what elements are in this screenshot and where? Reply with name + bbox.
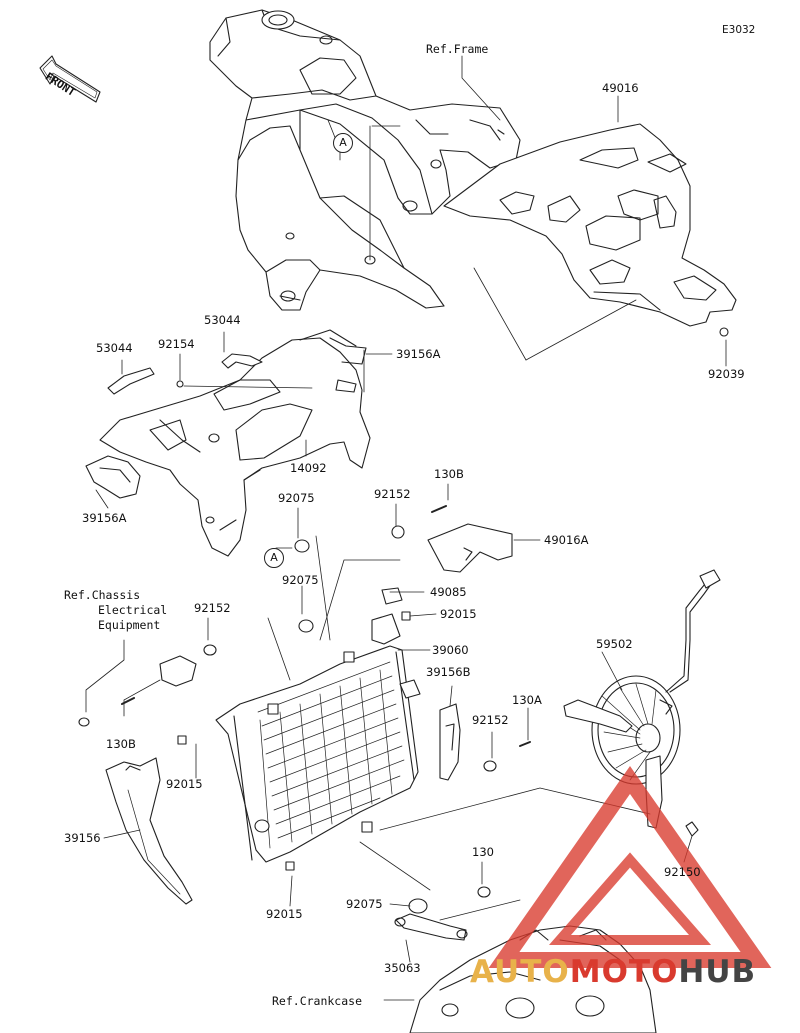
callout-a-upper: A: [333, 133, 353, 153]
side-cover-39156: [105, 757, 193, 905]
part-label[interactable]: 130B: [434, 467, 464, 481]
watermark-text: AUTOMOTOHUB: [470, 954, 756, 990]
part-label[interactable]: 59502: [596, 637, 633, 651]
part-label[interactable]: 49016: [602, 81, 639, 95]
ref-chassis-label-line1: Ref.Chassis: [64, 588, 141, 602]
part-label[interactable]: 130B: [106, 737, 136, 751]
part-label[interactable]: 92039: [708, 367, 745, 381]
watermark-logo: [488, 766, 772, 968]
diagram-code: E3032: [722, 24, 756, 36]
ref-chassis-label-line2: Electrical: [98, 603, 168, 617]
part-label[interactable]: 92015: [166, 777, 203, 791]
clips-53044: [107, 353, 263, 395]
part-label[interactable]: 39156A: [82, 511, 127, 525]
part-label[interactable]: 130A: [512, 693, 542, 707]
part-label[interactable]: 92152: [194, 601, 231, 615]
part-label[interactable]: 53044: [204, 313, 241, 327]
part-label[interactable]: 92152: [374, 487, 411, 501]
part-label[interactable]: 39156: [64, 831, 101, 845]
part-label[interactable]: 14092: [290, 461, 327, 475]
frame-outline: [209, 9, 521, 311]
watermark-part-hub: HUB: [678, 954, 757, 990]
plate-49016A: [427, 523, 513, 573]
part-label[interactable]: 39156A: [396, 347, 441, 361]
part-label[interactable]: 39060: [432, 643, 469, 657]
part-label[interactable]: 39156B: [426, 665, 471, 679]
part-label[interactable]: 92015: [440, 607, 477, 621]
leader-lines: [85, 55, 727, 1001]
part-label[interactable]: 49016A: [544, 533, 589, 547]
undertray-49016: [443, 123, 737, 327]
part-label[interactable]: 35063: [384, 961, 421, 975]
watermark-part-moto: MOTO: [569, 954, 679, 990]
ref-crankcase-label: Ref.Crankcase: [272, 994, 363, 1008]
radiator-39060: [215, 587, 419, 863]
part-label[interactable]: 130: [472, 845, 494, 859]
part-label[interactable]: 92154: [158, 337, 195, 351]
ref-frame-label: Ref.Frame: [426, 42, 489, 56]
part-label[interactable]: 92075: [282, 573, 319, 587]
callout-a-lower: A: [264, 548, 284, 568]
hose-39156B: [399, 679, 461, 781]
part-label[interactable]: 53044: [96, 341, 133, 355]
bolts-and-collars: [78, 327, 729, 914]
part-label[interactable]: 92075: [346, 897, 383, 911]
part-label[interactable]: 92075: [278, 491, 315, 505]
fan-59502: [563, 569, 721, 837]
stay-35063: [394, 913, 468, 941]
front-arrow-icon: [39, 55, 101, 103]
ref-chassis-label-line3: Equipment: [98, 618, 161, 632]
watermark-part-auto: AUTO: [470, 954, 570, 990]
inner-cover-14092: [85, 329, 371, 557]
part-label[interactable]: 92150: [664, 865, 701, 879]
part-label[interactable]: 92015: [266, 907, 303, 921]
part-label[interactable]: 49085: [430, 585, 467, 599]
part-label[interactable]: 92152: [472, 713, 509, 727]
